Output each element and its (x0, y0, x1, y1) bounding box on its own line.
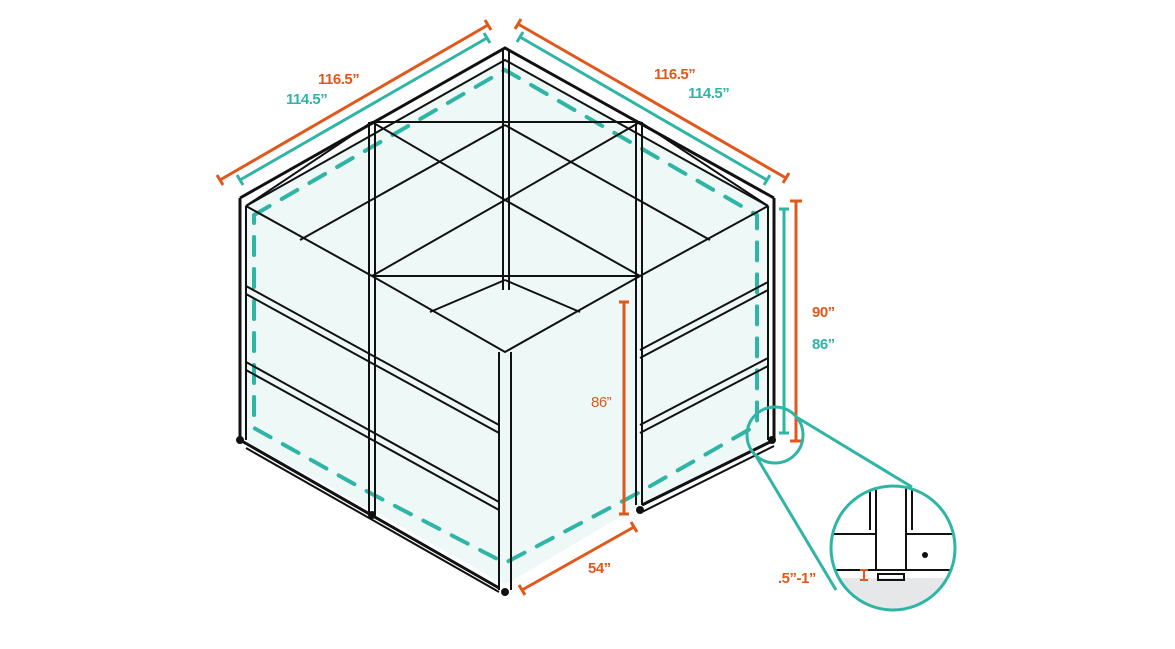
dim-height-outer (790, 199, 802, 443)
label-leveler-range: .5”-1” (778, 570, 816, 587)
label-right-outer: 116.5” (654, 66, 696, 83)
label-right-inner: 114.5” (688, 85, 730, 102)
label-height-inner: 86” (812, 336, 835, 353)
label-left-outer: 116.5” (318, 71, 360, 88)
detail-zoom-ring (829, 484, 957, 612)
frame (236, 46, 776, 596)
dim-right-inner (515, 31, 772, 186)
dim-left-outer (215, 19, 493, 186)
label-front-width: 54” (588, 560, 611, 577)
dim-front-width (517, 521, 639, 596)
leveling-foot-callout (745, 405, 913, 591)
dim-right-outer (513, 18, 791, 184)
dim-height-inner (779, 207, 789, 435)
label-height-outer: 90” (812, 304, 835, 321)
inner-dashed-outline (252, 67, 759, 566)
label-front-height: 86” (591, 394, 612, 411)
label-left-inner: 114.5” (286, 91, 328, 108)
dim-left-inner (235, 32, 492, 186)
dim-front-height (619, 300, 629, 516)
